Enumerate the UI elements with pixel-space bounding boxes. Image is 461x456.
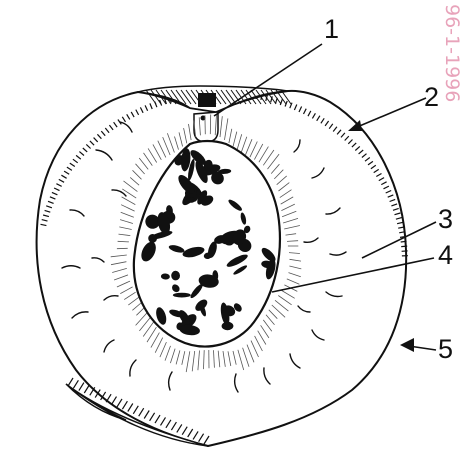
callout-label-2: 2	[424, 82, 439, 112]
skin-hatch-tick	[401, 246, 407, 247]
band-hatch-tick	[73, 380, 78, 388]
stalk-scar	[198, 93, 216, 107]
callout-label-1: 1	[324, 14, 339, 44]
callout-label-4: 4	[438, 240, 453, 270]
band-hatch-tick	[84, 385, 89, 393]
band-hatch-tick	[79, 383, 84, 391]
callout-label-3: 3	[438, 204, 453, 234]
stone-pit	[173, 293, 191, 298]
skin-hatch-tick	[401, 241, 407, 242]
band-hatch-tick	[68, 378, 73, 386]
arrowhead-5	[400, 338, 414, 352]
stamp-text: 96-1-1996	[441, 4, 461, 102]
leader-line-2	[350, 98, 426, 130]
callout-label-5: 5	[438, 334, 453, 364]
